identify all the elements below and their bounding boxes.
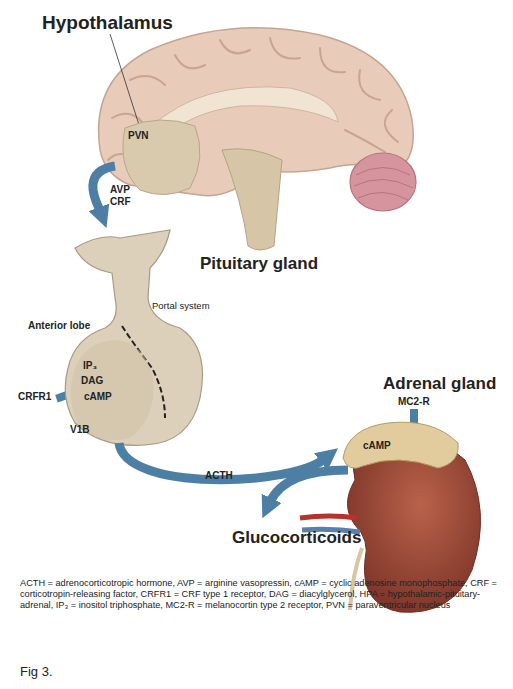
- renal-artery: [300, 516, 357, 518]
- organ-heading: Pituitary gland: [200, 254, 360, 274]
- sulcus: [220, 40, 250, 53]
- receptor-label: CRFR1: [18, 391, 63, 403]
- organ-heading: Hypothalamus: [42, 12, 212, 35]
- hormone-label: Glucocorticoids: [232, 528, 392, 548]
- sulcus: [385, 110, 398, 142]
- leader-line: [110, 34, 140, 128]
- adrenal-gland-outline: [343, 422, 458, 468]
- sulcus: [359, 70, 380, 100]
- signal-label: AVP CRF: [110, 184, 138, 208]
- brainstem: [222, 149, 282, 250]
- folium: [356, 168, 410, 176]
- messenger-label: cAMP: [363, 440, 403, 452]
- messenger-label: IP₃: [83, 360, 123, 372]
- nucleus-label: PVN: [128, 130, 168, 142]
- cerebellum-folia: [354, 168, 413, 201]
- signal-label: ACTH: [205, 470, 255, 482]
- structure-label: Portal system: [152, 300, 242, 311]
- pituitary-outline: [65, 230, 202, 445]
- sulcus: [175, 55, 205, 68]
- folium: [358, 192, 408, 200]
- receptor-label: MC2-R: [398, 396, 448, 408]
- hypothalamus-region: [123, 120, 200, 195]
- pituitary-node: Pituitary glandPortal systemAnterior lob…: [60, 228, 215, 450]
- adrenal-node: Adrenal glandcAMP: [338, 418, 463, 473]
- abbreviation-caption: ACTH = adrenocorticotropic hormone, AVP …: [20, 578, 498, 611]
- folium: [354, 179, 413, 188]
- node-outline: [338, 418, 463, 473]
- sulcus: [320, 48, 345, 72]
- anterior-lobe-region: [71, 340, 154, 440]
- figure-number: Fig 3.: [20, 664, 100, 680]
- sulcus: [270, 38, 300, 59]
- sulcus: [345, 130, 385, 152]
- sulcus: [130, 76, 165, 85]
- structure-label: Anterior lobe: [28, 320, 118, 332]
- organ-heading: Adrenal gland: [383, 374, 513, 394]
- receptor-label: V1B: [70, 424, 100, 436]
- cerebellum: [350, 153, 416, 211]
- messenger-label: cAMP: [84, 391, 124, 403]
- release-arrow: [270, 470, 348, 502]
- messenger-label: DAG: [81, 375, 121, 387]
